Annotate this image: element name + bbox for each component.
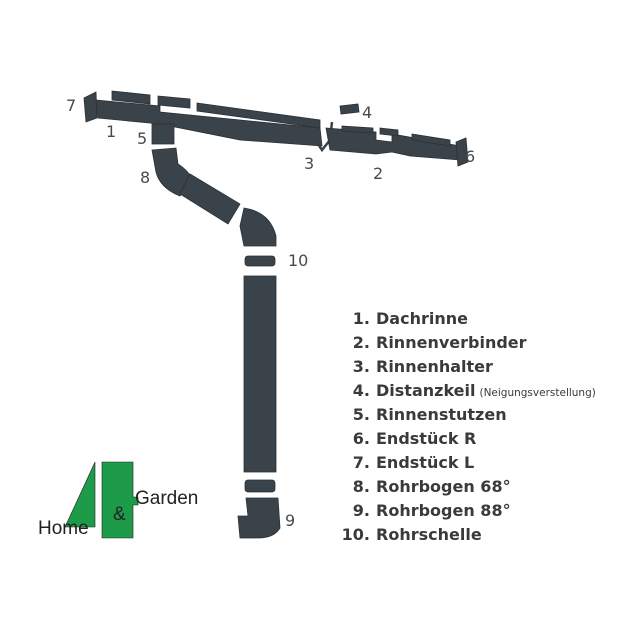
spacer-wedge (339, 103, 360, 115)
logo-ampersand: & (113, 504, 126, 525)
elbow-88 (237, 497, 281, 539)
gutter-outlet (151, 123, 175, 145)
legend-item: 7. Endstück L (338, 453, 596, 477)
item-number: 6. (352, 429, 370, 448)
end-cap-left (83, 91, 98, 123)
callout-2: 2 (373, 164, 384, 183)
item-number: 10. (341, 525, 370, 544)
callout-3: 3 (304, 154, 315, 173)
item-name: Rohrschelle (376, 525, 482, 544)
callout-7: 7 (66, 96, 77, 115)
elbow-transition (239, 207, 277, 247)
callout-8: 8 (140, 168, 151, 187)
home-and-garden-logo (64, 461, 139, 539)
legend-item: 6. Endstück R (338, 429, 596, 453)
callout-1: 1 (106, 122, 117, 141)
item-number: 2. (352, 333, 370, 352)
callout-6: 6 (465, 147, 476, 166)
legend-item: 10. Rohrschelle (338, 525, 596, 549)
logo-garden: Garden (135, 488, 199, 509)
item-name: Endstück L (376, 453, 475, 472)
item-name: Endstück R (376, 429, 477, 448)
gutter-1 (95, 99, 323, 147)
legend-item: 1. Dachrinne (338, 309, 596, 333)
item-note: (Neigungsverstellung) (479, 387, 596, 399)
legend-item: 3. Rinnenhalter (338, 357, 596, 381)
item-number: 3. (352, 357, 370, 376)
logo-home: Home (38, 518, 89, 539)
item-number: 9. (352, 501, 370, 520)
item-name: Distanzkeil (376, 381, 476, 400)
legend-item: 9. Rohrbogen 88° (338, 501, 596, 525)
item-number: 7. (352, 453, 370, 472)
diagonal-pipe (179, 173, 241, 225)
item-name: Rohrbogen 68° (376, 477, 511, 496)
callout-10: 10 (288, 251, 309, 270)
item-name: Rinnenverbinder (376, 333, 527, 352)
callout-5: 5 (137, 129, 148, 148)
pipe-clip-upper (244, 255, 276, 267)
legend-item: 2. Rinnenverbinder (338, 333, 596, 357)
legend-item: 4. Distanzkeil(Neigungsverstellung) (338, 381, 596, 405)
parts-legend: 1. Dachrinne 2. Rinnenverbinder 3. Rinnenha… (338, 309, 596, 549)
callout-4: 4 (362, 103, 373, 122)
item-name: Rinnenhalter (376, 357, 493, 376)
downpipe (243, 275, 277, 473)
end-cap-right (455, 137, 469, 167)
item-name: Rinnenstutzen (376, 405, 507, 424)
legend-item: 8. Rohrbogen 68° (338, 477, 596, 501)
callout-9: 9 (285, 511, 296, 530)
item-number: 5. (352, 405, 370, 424)
legend-item: 5. Rinnenstutzen (338, 405, 596, 429)
item-number: 8. (352, 477, 370, 496)
item-name: Rohrbogen 88° (376, 501, 511, 520)
item-name: Dachrinne (376, 309, 468, 328)
item-number: 1. (352, 309, 370, 328)
item-number: 4. (352, 381, 370, 400)
pipe-clip-lower (244, 479, 276, 493)
